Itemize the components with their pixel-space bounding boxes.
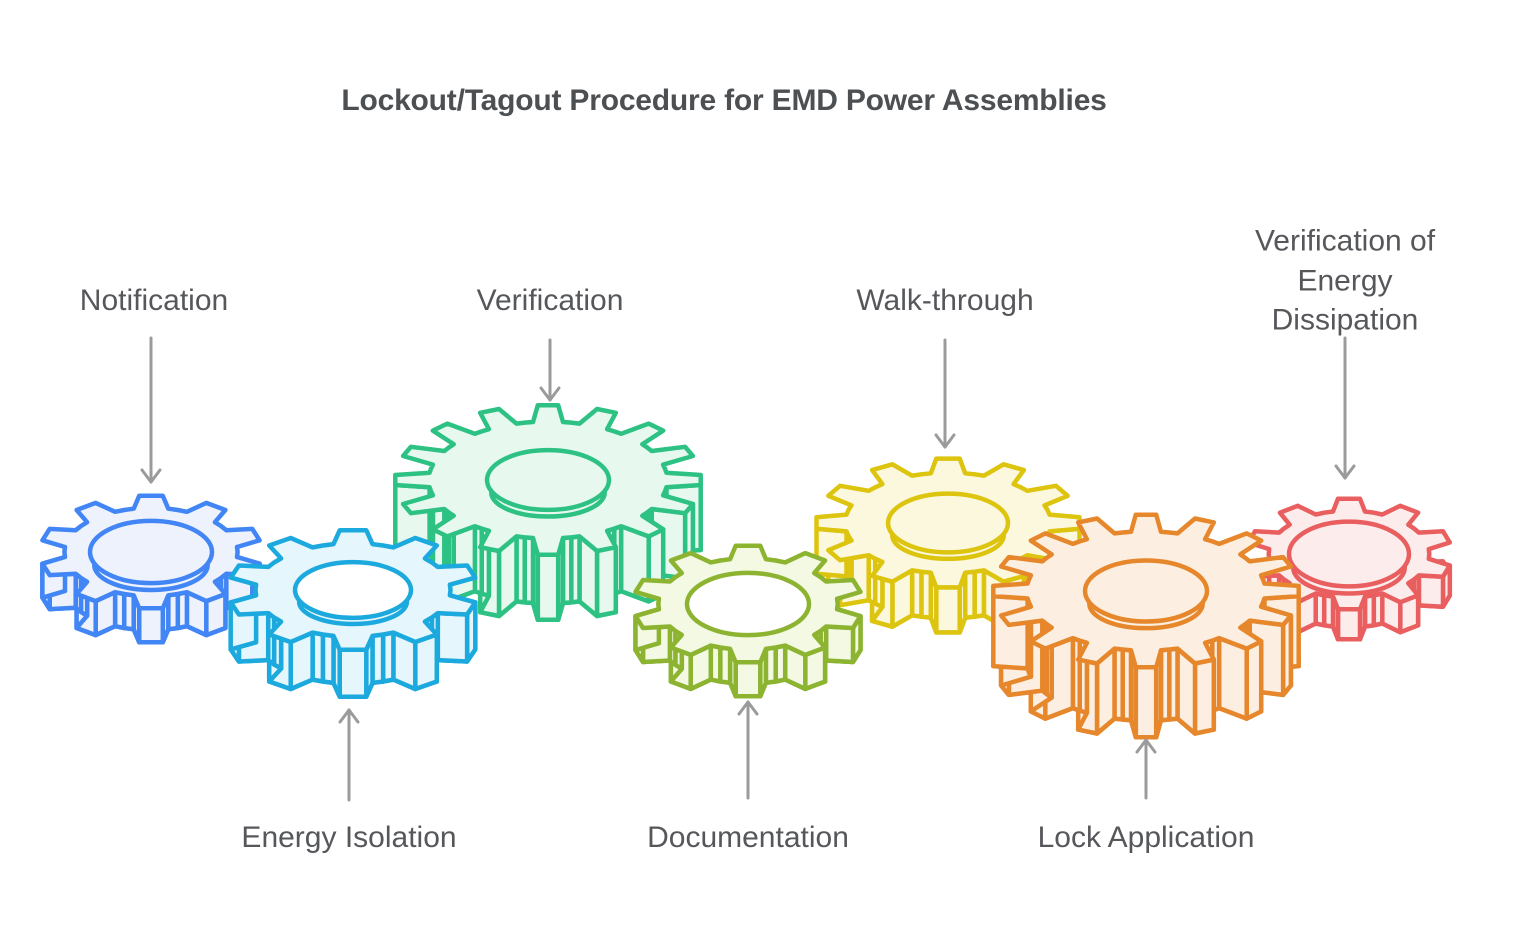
gear-hole [292, 559, 414, 621]
gear-energy-isolation [228, 528, 478, 699]
gear-hole [1286, 519, 1412, 589]
arrow-energy-isolation [338, 708, 360, 802]
gear-documentation [633, 543, 863, 699]
gear-hole [885, 491, 1011, 555]
arrow-verification [539, 338, 561, 402]
gear-hole [1082, 558, 1210, 624]
arrow-notification [140, 336, 162, 484]
gear-lock-application [991, 512, 1301, 740]
arrow-documentation [737, 700, 759, 800]
gear-hole [684, 570, 812, 638]
page-title: Lockout/Tagout Procedure for EMD Power A… [341, 84, 1107, 117]
step-label-lock-application: Lock Application [1037, 821, 1255, 855]
gear-notification [40, 493, 262, 645]
step-label-verification-energy-dissipation: Verification of Energy Dissipation [1254, 224, 1436, 337]
arrow-lock-application [1135, 738, 1157, 800]
gear-hole [484, 447, 612, 513]
step-label-verification: Verification [476, 284, 624, 318]
step-label-walk-through: Walk-through [856, 284, 1034, 318]
arrow-verification-energy-dissipation [1334, 336, 1356, 480]
arrow-walk-through [934, 338, 956, 449]
step-label-energy-isolation: Energy Isolation [241, 821, 457, 855]
step-label-documentation: Documentation [647, 821, 849, 855]
gear-hole [87, 518, 215, 586]
step-label-notification: Notification [79, 284, 229, 318]
